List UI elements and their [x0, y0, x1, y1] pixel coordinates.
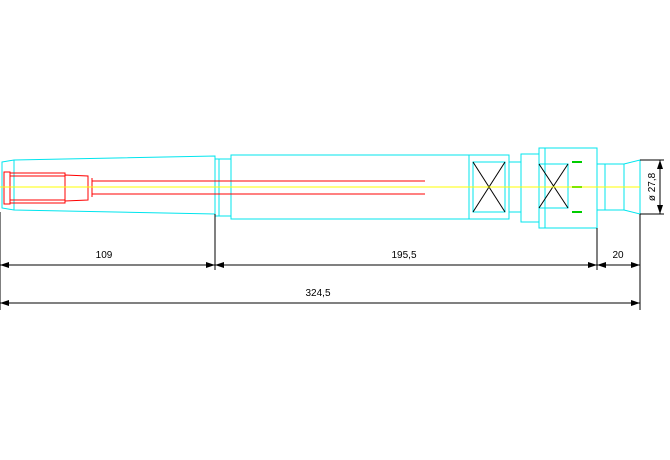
dim-text-overall: 324,5 — [305, 288, 330, 299]
arrow-overall-left — [0, 300, 9, 306]
dimension-lines — [0, 159, 664, 310]
arrow-s2-left — [215, 262, 224, 268]
arrow-s3-left — [597, 262, 606, 268]
thread-body — [9, 172, 66, 204]
dim-text-section-2: 195,5 — [391, 250, 416, 261]
hidden-detail — [3, 171, 425, 205]
flat-marker-right-b — [538, 163, 569, 209]
left-shaft-outline — [1, 155, 216, 215]
thread-outer — [3, 171, 11, 205]
arrow-dia-bottom — [657, 205, 663, 214]
arrow-s1-left — [0, 262, 9, 268]
part-outline — [1, 147, 641, 229]
dim-text-diameter: ø 27,8 — [647, 172, 658, 201]
bore-taper — [64, 174, 89, 202]
arrow-dia-top — [657, 160, 663, 169]
arrow-s2-right — [588, 262, 597, 268]
arrow-overall-right — [631, 300, 640, 306]
arrowheads — [0, 160, 663, 306]
arrow-s3-right — [631, 262, 640, 268]
dim-text-section-3: 20 — [612, 250, 624, 261]
dim-text-section-1: 109 — [96, 250, 113, 261]
hex-section-outline — [520, 153, 540, 223]
arrow-s1-right — [206, 262, 215, 268]
